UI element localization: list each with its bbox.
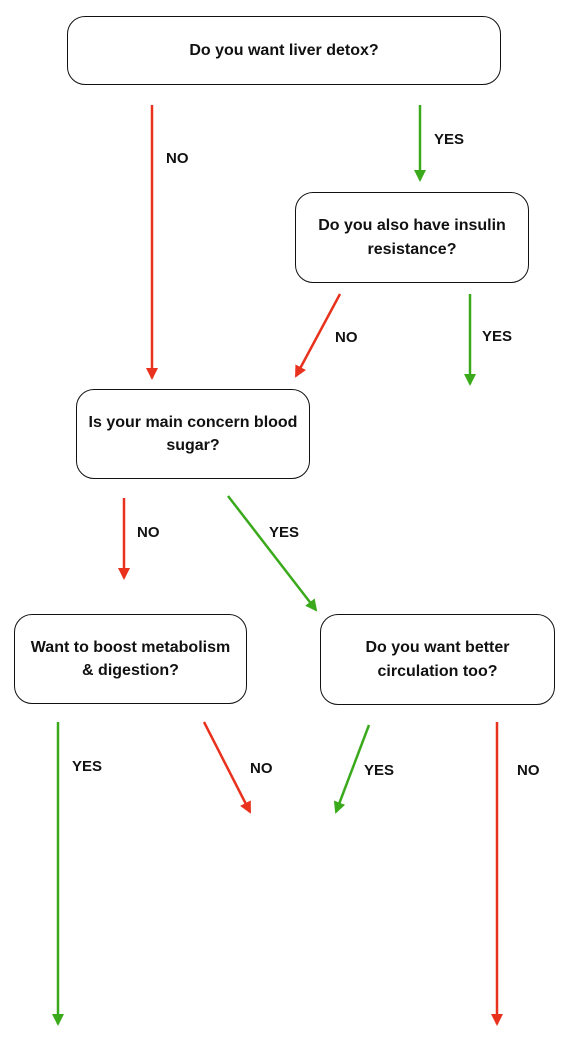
node-liver-detox: Do you want liver detox? [67,16,501,85]
edge-label-metab-yes: YES [72,758,103,775]
edge-label-circ-no: NO [517,762,540,779]
edge-label-metab-no: NO [250,760,273,777]
edge-metab-no-arrow [202,721,252,814]
node-circulation: Do you want better circulation too? [320,614,555,705]
edge-label-blood-no: NO [137,524,160,541]
edge-circ-yes-arrow [333,724,371,814]
edge-label-insulin-no: NO [335,329,358,346]
edge-blood-yes-arrow [227,495,318,612]
edge-insulin-no-arrow [294,293,342,378]
node-insulin-resistance: Do you also have insulin resistance? [295,192,529,283]
edge-label-circ-yes: YES [364,762,395,779]
node-metabolism: Want to boost metabolism & digestion? [14,614,247,704]
edge-label-blood-yes: YES [269,524,300,541]
edge-label-insulin-yes: YES [482,328,513,345]
edge-label-liver-no: NO [166,150,189,167]
node-blood-sugar: Is your main concern blood sugar? [76,389,310,479]
edge-label-liver-yes: YES [434,131,465,148]
